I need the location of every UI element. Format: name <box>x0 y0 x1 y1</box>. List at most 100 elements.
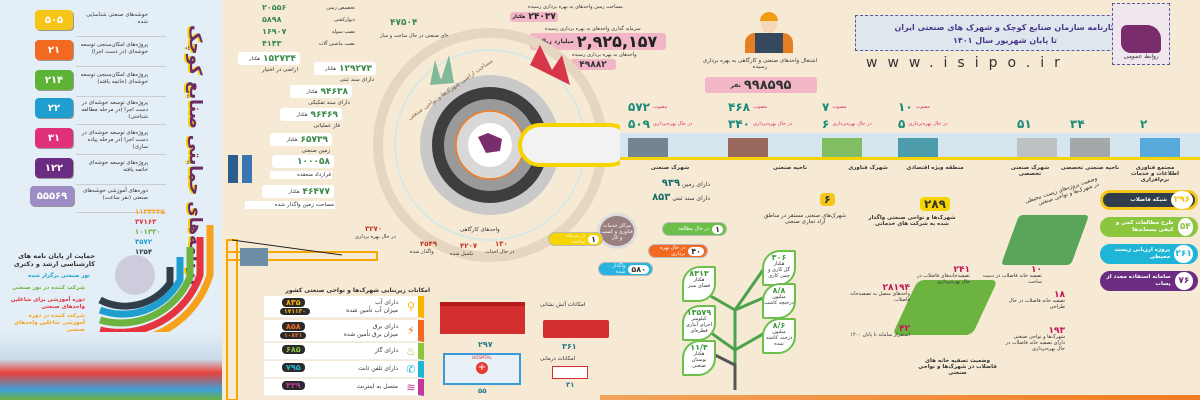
green-unit: کیلومتر <box>691 316 707 322</box>
allocated-label: مساحت زمین واگذار شده <box>245 201 335 209</box>
bottom-band <box>600 395 1200 400</box>
tech-center-value: ۵۸۰ <box>628 264 649 274</box>
faucet-icon: ⚲ <box>406 300 416 313</box>
construction-label: نصب ماشین آلات <box>318 41 355 47</box>
service-companies-value: ۲۸۹ <box>920 197 950 211</box>
green-label: درختچه کاشت <box>764 300 794 306</box>
support-programs-panel: برنامه‌های حمایتی صنایع کوچک ۵۰۵ خوشه‌ها… <box>0 0 222 400</box>
units-value: ۴۹۸۸۲ <box>570 59 616 70</box>
arc-green <box>99 247 194 327</box>
estates-strip-line <box>620 157 1200 160</box>
service-companies-label: شهرک‌ها و نواحی صنعتی واگذار شده به شرکت… <box>868 215 956 227</box>
land-value: ۶۵۷۳۹ <box>300 134 328 145</box>
handshake-icon <box>228 155 258 185</box>
clinics-value: ۵۵ <box>478 387 487 395</box>
cluster-value: ۲۱۴ <box>35 70 73 90</box>
deeds-land-value: ۹۳۹ <box>661 178 681 189</box>
wastewater-label: شهرک‌ها و نواحی صنعتی دارای تصفیه خانه ف… <box>1005 334 1065 352</box>
unit-label: هکتار <box>249 55 261 62</box>
wastewater-title: وضعیت تصفیه خانه های فاضلاب در شهرک‌ها و… <box>918 358 997 376</box>
organization-logo: روابط عمومی <box>1112 3 1170 65</box>
website-link[interactable]: www.isipo.ir <box>866 55 1070 71</box>
green-unit: میلیون <box>772 329 786 335</box>
employment-label: اشتغال واحدهای صنعتی و کارگاهی به بهره ب… <box>702 58 818 70</box>
construction-value: ۲۰۵۵۶ <box>262 3 287 12</box>
divider <box>76 36 166 37</box>
divider <box>76 96 166 97</box>
environment-value: ۲۹۶ <box>1171 191 1193 209</box>
medical-label: امکانات درمانی <box>540 356 576 362</box>
medical-value: ۳۱ <box>566 381 575 389</box>
divider <box>76 154 166 155</box>
approved-label: مصوب <box>652 104 668 110</box>
estate-building-icon <box>628 138 668 157</box>
deeds-deed-label: دارای سند ثبتی <box>672 195 710 202</box>
infrastructure-title: امکانات زیربنایی شهرک‌ها و نواحی صنعتی ک… <box>285 287 430 294</box>
training-label: دوره آموزشی برای شاغلین واحدهای صنعتی <box>10 297 85 310</box>
estate-building-icon <box>822 138 862 157</box>
infrastructure-value: ۸۵۸ <box>282 322 305 331</box>
green-value: ۳۰۶ <box>771 253 787 262</box>
investment-value: ۲,۹۲۵,۱۵۷ <box>576 32 658 51</box>
green-label: اجرای آبیاری قطره‌ای <box>685 322 713 334</box>
tech-center-value: ۱ <box>712 224 723 234</box>
investment-unit: میلیارد ریال <box>538 38 574 45</box>
estate-building-icon <box>898 138 938 157</box>
crane-illustration <box>226 239 378 400</box>
fire-value: ۳۶۱ <box>562 342 577 351</box>
land-value: ۱۲۹۲۷۳ <box>339 63 372 74</box>
workshop-label: تکمیل شده <box>450 251 474 257</box>
free-zones-label: شهرک‌های صنعتی مستقر در مناطق آزاد تجاری… <box>764 213 846 225</box>
operating-label: در حال بهره‌برداری <box>832 121 872 127</box>
construction-label: نصب سوله <box>331 29 355 35</box>
cluster-label: پروژه‌های امکان‌سنجی توسعه خوشه‌ای (خاتم… <box>80 72 148 85</box>
tech-center-label: در مرحله ساخت <box>566 233 586 245</box>
green-value: ۸/۶ <box>772 321 786 330</box>
land-value: ۹۶۴۶۹ <box>310 109 338 120</box>
environment-value: ۲۶۱ <box>1174 245 1193 263</box>
green-label: بوستان صنعتی <box>691 357 707 369</box>
operating-value: ۶ <box>822 117 830 131</box>
estate-label: ناحیه صنعتی تخصصی <box>1060 165 1120 171</box>
employment-value: ۹۹۸۵۹۵ <box>743 77 792 93</box>
allocated-value: ۴۶۴۷۷ <box>302 186 330 197</box>
construction-total-label: طرح‌های صنعتی در حال ساخت و ساز <box>380 33 459 39</box>
workshops-title: واحدهای کارگاهی <box>460 227 500 233</box>
environment-label: پروژه ارزیابی زیست محیطی <box>1114 247 1171 260</box>
wastewater-value: ۱۰ <box>1031 265 1042 275</box>
fire-stations-value: ۲۹۷ <box>478 340 493 349</box>
training-value: ۱۱۳۳۳۳۵ <box>135 208 165 216</box>
wastewater-label: تصفیه‌خانه‌های فاضلاب در حال بهره‌برداری <box>917 273 970 285</box>
area-unit: هکتار <box>512 14 526 20</box>
header-title: کارنامه سازمان صنایع کوچک و شهرک های صنع… <box>894 23 1116 32</box>
tech-center-value: ۴۰ <box>688 246 704 256</box>
construction-value: ۴۱۴۳ <box>262 39 282 48</box>
cluster-value: ۵۰۵ <box>35 10 73 30</box>
estate-label: منطقه ویژه اقتصادی <box>906 165 964 171</box>
infrastructure-value: ۸۳۵ <box>282 298 305 307</box>
divider <box>76 66 166 67</box>
environment-label: شبکه فاضلاب <box>1130 196 1167 203</box>
workshop-label: واگذار شده <box>410 249 434 255</box>
estate-label: شهرک صنعتی <box>650 165 690 171</box>
city-illustration <box>0 332 222 400</box>
infrastructure-label: دارای تلفن ثابت <box>358 365 398 372</box>
land-label: زمین صنعتی <box>301 148 330 154</box>
hospital-icon: HOSPITAL+ <box>443 353 521 385</box>
approved-value: ۴۶۸ <box>728 100 750 114</box>
estate-label: ناحیه صنعتی <box>772 165 808 171</box>
workshop-value: ۱۳۰ <box>495 240 508 248</box>
environment-stat: ۲۹۶ شبکه فاضلاب <box>1100 190 1198 210</box>
cluster-value: ۲۱ <box>35 40 73 60</box>
